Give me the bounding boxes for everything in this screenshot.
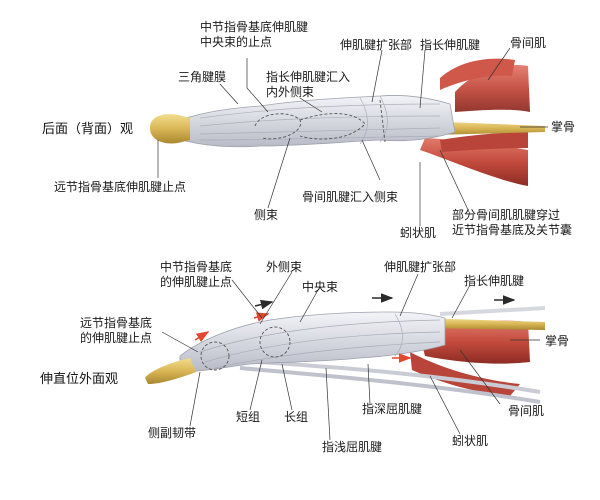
label-dorsal-interossei: 骨间肌 (510, 36, 547, 50)
lateral-finger-tendon-hood (179, 311, 446, 373)
label-distal-insertion: 远节指骨基底伸肌腱止点 (54, 180, 187, 194)
label-middle-insertion: 中节指骨基底 的伸肌腱止点 (160, 260, 233, 289)
label-short-band: 短组 (236, 410, 261, 424)
lateral-metacarpal-bone (420, 318, 545, 330)
direction-arrows (194, 293, 516, 363)
label-lateral-edc: 指长伸肌腱 (464, 274, 525, 288)
label-lateral-expansion: 伸肌腱扩张部 (384, 260, 457, 274)
label-collateral-ligament: 侧副韧带 (148, 426, 197, 440)
label-lateral-distal-insertion: 远节指骨基底 的伸肌腱止点 (80, 316, 153, 345)
label-central-band: 中央束 (302, 280, 339, 294)
label-lateral-metacarpal: 掌骨 (545, 334, 570, 348)
leader-lines (157, 47, 548, 441)
label-lateral-interossei: 骨间肌 (508, 404, 545, 418)
dorsal-view-title: 后面（背面）观 (42, 122, 134, 137)
label-central-slip-insertion: 中节指骨基底伸肌腱 中央束的止点 (200, 20, 309, 49)
label-edc-slips: 指长伸肌腱汇入 内外侧束 (266, 70, 351, 99)
label-dorsal-lumbrical: 蚓状肌 (400, 226, 437, 240)
dorsal-interossei-muscle (440, 58, 530, 112)
label-fdp: 指深屈肌腱 (362, 402, 423, 416)
label-lateral-band: 外侧束 (266, 260, 303, 274)
dorsal-view-illustration (150, 58, 545, 186)
label-lateral-lumbrical: 蚓状肌 (452, 434, 489, 448)
lateral-view-title: 伸直位外面观 (40, 372, 119, 387)
label-triangular-ligament: 三角腱膜 (178, 70, 227, 84)
label-long-band: 长组 (284, 410, 309, 424)
lateral-interossei-muscle (420, 320, 530, 364)
dorsal-distal-phalanx (150, 114, 190, 144)
label-dorsal-metacarpal: 掌骨 (551, 120, 576, 134)
label-interosseous-proximal: 部分骨间肌肌腱穿过 近节指骨基底及关节囊 (452, 208, 573, 237)
dorsal-lumbrical-muscle (420, 132, 528, 186)
lateral-view-illustration (145, 293, 546, 404)
label-dorsal-edc: 指长伸肌腱 (420, 38, 481, 52)
lateral-distal-phalanx (145, 358, 196, 384)
lateral-edc-tendon-line (439, 306, 546, 316)
label-dorsal-lateral-band: 侧束 (254, 208, 279, 222)
label-interosseous-to-lateral: 骨间肌腱汇入侧束 (302, 190, 399, 204)
label-dorsal-expansion: 伸肌腱扩张部 (340, 38, 413, 52)
label-fds: 指浅屈肌腱 (322, 440, 383, 454)
